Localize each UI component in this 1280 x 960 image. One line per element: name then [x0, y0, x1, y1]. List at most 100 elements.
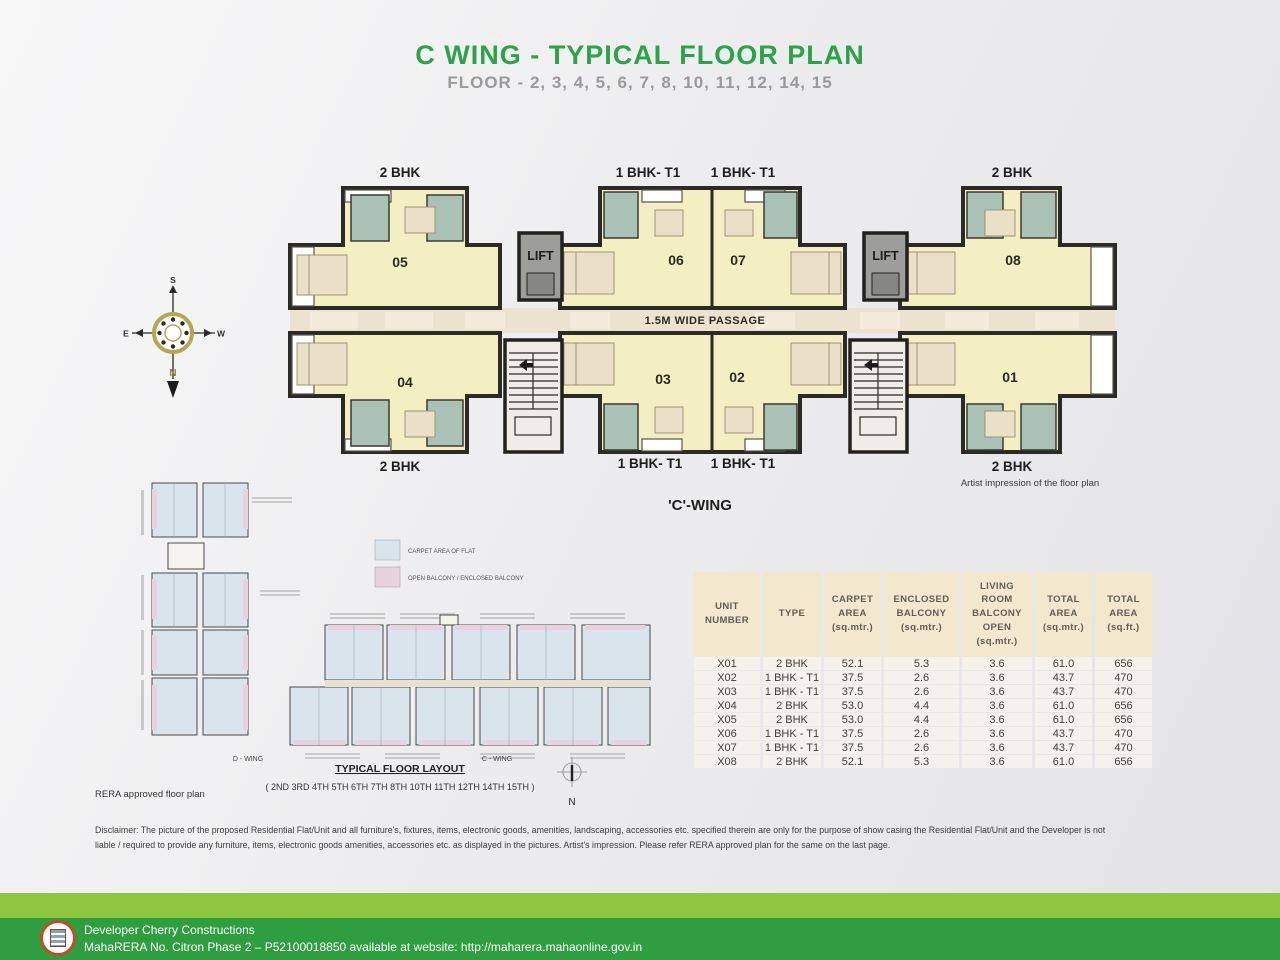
lift-2: LIFT: [862, 231, 909, 302]
table-cell: 656: [1095, 657, 1152, 670]
unit-number-02: 02: [729, 369, 745, 385]
lift-label: LIFT: [872, 249, 899, 263]
legend-carpet-swatch: [374, 539, 401, 561]
passage-label: 1.5M WIDE PASSAGE: [645, 315, 766, 327]
balcony: [641, 438, 683, 452]
bathroom: [1020, 191, 1057, 239]
bathroom: [603, 191, 639, 239]
staircase-1: [503, 338, 564, 454]
column-header-living-room-balcony: LIVING ROOM BALCONY OPEN (sq.mtr.): [962, 572, 1032, 656]
table-cell: X02: [694, 671, 760, 684]
table-cell: 2 BHK: [763, 657, 821, 670]
compass-west: W: [217, 329, 226, 339]
unit-number-01: 01: [1002, 369, 1018, 385]
c-wing-blocks: [289, 614, 651, 746]
table-cell: 4.4: [884, 699, 959, 712]
table-cell: X07: [694, 741, 760, 754]
table-cell: 3.6: [962, 685, 1032, 698]
layout-title: TYPICAL FLOOR LAYOUT: [335, 763, 465, 775]
table-cell: 1 BHK - T1: [763, 671, 821, 684]
table-cell: 2.6: [884, 727, 959, 740]
column-header-total-area-sqft: TOTAL AREA (sq.ft.): [1095, 572, 1152, 656]
table-cell: 3.6: [962, 741, 1032, 754]
column-header-unit-number: UNIT NUMBER: [694, 572, 760, 656]
column-header-type: TYPE: [763, 572, 821, 656]
table-cell: 2 BHK: [763, 713, 821, 726]
bathroom: [350, 399, 390, 447]
table-cell: 37.5: [824, 727, 881, 740]
compass-north: N: [169, 368, 176, 379]
unit-type-label: 1 BHK- T1: [616, 165, 681, 180]
table-cell: 656: [1095, 699, 1152, 712]
d-wing-label: D - WING: [233, 756, 263, 763]
table-cell: 3.6: [962, 755, 1032, 768]
table-cell: 2.6: [884, 685, 959, 698]
table-cell: 470: [1095, 727, 1152, 740]
table-cell: 1 BHK - T1: [763, 741, 821, 754]
column-header-carpet-area: CARPET AREA (sq.mtr.): [824, 572, 881, 656]
disclaimer-text: Disclaimer: The picture of the proposed …: [95, 825, 1106, 850]
staircase-2: [848, 338, 909, 454]
table-cell: 61.0: [1035, 755, 1092, 768]
unit-type-label: 1 BHK- T1: [618, 456, 683, 471]
balcony: [1090, 246, 1114, 307]
passage-corridor: [290, 308, 1115, 333]
table-cell: X06: [694, 727, 760, 740]
developer-name: Developer Cherry Constructions: [84, 923, 255, 937]
legend-balcony-label: OPEN BALCONY / ENCLOSED BALCONY: [408, 576, 524, 582]
legend-balcony-swatch: [374, 566, 401, 588]
table-cell: 2.6: [884, 741, 959, 754]
unit-type-label: 1 BHK- T1: [711, 165, 776, 180]
table-cell: 470: [1095, 671, 1152, 684]
table-cell: X04: [694, 699, 760, 712]
rera-approved-note: RERA approved floor plan: [95, 789, 205, 800]
table-cell: 53.0: [824, 699, 881, 712]
footer-light-stripe: [0, 893, 1280, 918]
table-cell: 52.1: [824, 657, 881, 670]
unit-number-03: 03: [655, 371, 671, 387]
balcony: [1090, 334, 1114, 395]
table-cell: X01: [694, 657, 760, 670]
unit-number-05: 05: [392, 254, 408, 270]
balcony: [641, 189, 683, 203]
table-cell: 3.6: [962, 657, 1032, 670]
small-compass-north: N: [568, 797, 575, 808]
table-cell: 43.7: [1035, 727, 1092, 740]
dining-table-icon: [404, 206, 1016, 438]
table-cell: 37.5: [824, 685, 881, 698]
table-cell: 2 BHK: [763, 755, 821, 768]
table-cell: 43.7: [1035, 685, 1092, 698]
c-wing-label: C - WING: [482, 756, 512, 763]
bathroom: [763, 191, 798, 239]
bathroom: [1020, 403, 1057, 451]
layout-floors-note: ( 2ND 3RD 4TH 5TH 6TH 7TH 8TH 10TH 11TH …: [266, 782, 535, 792]
bathroom: [763, 403, 798, 451]
table-cell: 61.0: [1035, 713, 1092, 726]
unit-type-label: 2 BHK: [992, 459, 1033, 474]
table-cell: 3.6: [962, 727, 1032, 740]
page-subtitle: FLOOR - 2, 3, 4, 5, 6, 7, 8, 10, 11, 12,…: [447, 73, 833, 92]
table-cell: 5.3: [884, 657, 959, 670]
unit-type-label: 2 BHK: [380, 459, 421, 474]
table-cell: X03: [694, 685, 760, 698]
table-cell: 3.6: [962, 713, 1032, 726]
table-cell: 61.0: [1035, 657, 1092, 670]
unit-area-table: UNIT NUMBER TYPE CARPET AREA (sq.mtr.) E…: [694, 572, 1152, 768]
bathroom: [603, 403, 639, 451]
artist-impression-note: Artist impression of the floor plan: [961, 478, 1099, 489]
table-cell: 37.5: [824, 671, 881, 684]
unit-type-label: 1 BHK- T1: [711, 456, 776, 471]
column-header-enclosed-balcony: ENCLOSED BALCONY (sq.mtr.): [884, 572, 959, 656]
compass-south: S: [170, 275, 176, 285]
compass-icon: S E W N: [123, 275, 226, 398]
table-cell: 1 BHK - T1: [763, 727, 821, 740]
table-cell: X05: [694, 713, 760, 726]
table-cell: X08: [694, 755, 760, 768]
plan-legend: CARPET AREA OF FLAT OPEN BALCONY / ENCLO…: [374, 539, 524, 588]
